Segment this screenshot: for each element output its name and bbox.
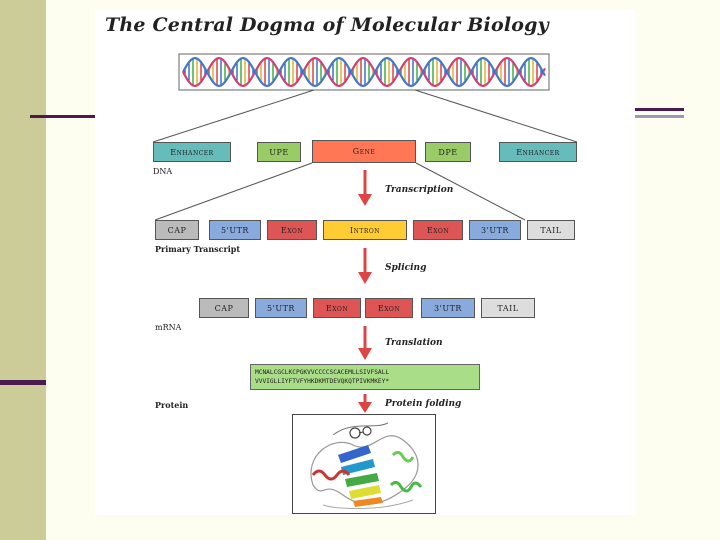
- sidebar-rule: [0, 380, 46, 385]
- expand-line-right: [414, 89, 578, 143]
- sequence-line-1: MCNALCGCLKCPGKVVCCCCSCACEMLLSIVFSALL: [255, 369, 390, 376]
- primary-exon-1: Exon: [267, 220, 317, 240]
- step-translation: Translation: [385, 338, 443, 348]
- left-title-rule: [30, 115, 96, 118]
- mrna-tail: TAIL: [481, 298, 535, 318]
- mrna-3utr: 3'UTR: [421, 298, 475, 318]
- folded-protein-frame: [292, 414, 436, 514]
- sidebar-strip: [0, 0, 46, 540]
- mrna-exon-2: Exon: [365, 298, 413, 318]
- arrow-transcription: [358, 170, 372, 206]
- step-protein-folding: Protein folding: [385, 399, 462, 409]
- diagram-title: The Central Dogma of Molecular Biology: [105, 14, 549, 36]
- protein-sequence: MCNALCGCLKCPGKVVCCCCSCACEMLLSIVFSALL VVV…: [250, 364, 480, 390]
- helix-strand: [182, 56, 546, 88]
- dna-upe: UPE: [257, 142, 301, 162]
- primary-intron: Intron: [323, 220, 407, 240]
- dna-dpe: DPE: [425, 142, 471, 162]
- fan-line-left: [154, 162, 313, 221]
- expand-line-left: [152, 89, 315, 143]
- diagram-panel: The Central Dogma of Molecular Biology E…: [95, 10, 635, 515]
- primary-transcript-label: Primary Transcript: [155, 244, 241, 254]
- sequence-line-2: VVVIGLLIYFTVFYHKDKMTDEVQKQTPIVKMKEY*: [255, 378, 390, 385]
- folded-protein-image: [310, 422, 423, 510]
- primary-5utr: 5'UTR: [209, 220, 261, 240]
- primary-exon-2: Exon: [413, 220, 463, 240]
- mrna-label: mRNA: [155, 323, 182, 332]
- step-transcription: Transcription: [385, 185, 454, 195]
- mrna-5utr: 5'UTR: [255, 298, 307, 318]
- mrna-exon-1: Exon: [313, 298, 361, 318]
- dna-enhancer-left: Enhancer: [153, 142, 231, 162]
- dna-enhancer-right: Enhancer: [499, 142, 577, 162]
- mrna-cap: CAP: [199, 298, 249, 318]
- helix-strand: [182, 56, 546, 88]
- step-splicing: Splicing: [385, 263, 427, 273]
- protein-label: Protein: [155, 400, 189, 410]
- arrow-translation: [358, 326, 372, 360]
- arrow-splicing: [358, 248, 372, 284]
- primary-tail: TAIL: [527, 220, 575, 240]
- fan-line-right: [415, 162, 526, 221]
- diagram-graphics: [152, 53, 578, 413]
- arrow-folding: [358, 394, 372, 413]
- primary-cap: CAP: [155, 220, 199, 240]
- right-title-rules: [634, 108, 684, 122]
- primary-3utr: 3'UTR: [469, 220, 521, 240]
- dna-label: DNA: [153, 167, 173, 176]
- dna-helix: [182, 56, 546, 88]
- dna-gene: Gene: [312, 140, 416, 163]
